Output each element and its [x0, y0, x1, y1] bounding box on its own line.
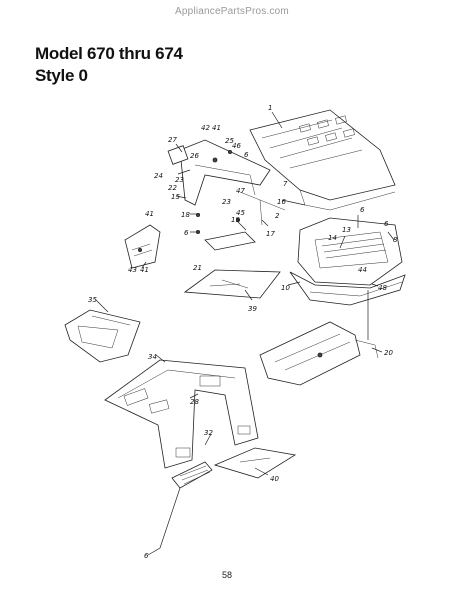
- callout-25: 25: [225, 137, 234, 145]
- grille-part: [289, 217, 406, 306]
- callout-48: 48: [378, 284, 387, 292]
- callout-42: 42: [201, 124, 210, 132]
- page-number: 58: [222, 570, 233, 580]
- floor-mat-40: [213, 447, 297, 479]
- callout-28: 28: [190, 398, 199, 406]
- callout-7: 7: [283, 180, 288, 188]
- callout-20: 20: [384, 349, 393, 357]
- callout-8: 8: [393, 236, 398, 244]
- callout-23-left: 23: [175, 176, 184, 184]
- model-title: Model 670 thru 674: [35, 44, 183, 63]
- callout-32: 32: [204, 429, 213, 437]
- callout-39: 39: [248, 305, 257, 313]
- callout-6-dash: 6: [244, 151, 249, 159]
- callout-18: 18: [181, 211, 190, 219]
- callout-6-bracket: 6: [184, 229, 189, 237]
- watermark: AppliancePartsPros.com: [175, 6, 289, 17]
- frame-part: [259, 321, 379, 386]
- callout-10: 10: [281, 284, 290, 292]
- callout-23-right: 23: [222, 198, 231, 206]
- callout-15: 15: [171, 193, 180, 201]
- callout-21: 21: [193, 264, 202, 272]
- style-title: Style 0: [35, 66, 88, 85]
- callout-26: 26: [190, 152, 199, 160]
- leader-lines: [95, 111, 395, 556]
- callout-22: 22: [168, 184, 177, 192]
- callout-1: 1: [268, 104, 272, 112]
- callout-6-footrest: 6: [144, 552, 149, 560]
- callout-16: 16: [277, 198, 286, 206]
- callout-14: 14: [328, 234, 337, 242]
- callout-13: 13: [342, 226, 351, 234]
- fender-part-34: [104, 359, 259, 469]
- callout-47: 47: [236, 187, 245, 195]
- callout-2: 2: [275, 212, 280, 220]
- dash-assembly: [167, 139, 286, 251]
- pad-part-35: [64, 309, 141, 363]
- callout-17: 17: [266, 230, 275, 238]
- callout-41-top: 41: [212, 124, 221, 132]
- callout-43: 43: [128, 266, 137, 274]
- floor-mat-39: [183, 269, 281, 299]
- callout-44: 44: [358, 266, 367, 274]
- bracket-part: [124, 224, 161, 269]
- hood-part: [249, 109, 396, 211]
- callout-6-hood: 6: [360, 206, 365, 214]
- callout-41-lower: 41: [140, 266, 149, 274]
- callout-46: 46: [232, 142, 241, 150]
- callout-40: 40: [270, 475, 279, 483]
- callout-24: 24: [154, 172, 163, 180]
- callout-19: 19: [231, 216, 240, 224]
- callout-35: 35: [88, 296, 97, 304]
- callout-6-grille: 6: [384, 220, 389, 228]
- callout-34: 34: [148, 353, 157, 361]
- callout-45: 45: [236, 209, 245, 217]
- callout-27: 27: [168, 136, 177, 144]
- callout-41-bracket: 41: [145, 210, 154, 218]
- footrest-part-32: [171, 461, 213, 489]
- callout-labels: 1 2 7 8 10 13 14 6 6 6 6 6 27 42 41 25 4…: [88, 104, 398, 560]
